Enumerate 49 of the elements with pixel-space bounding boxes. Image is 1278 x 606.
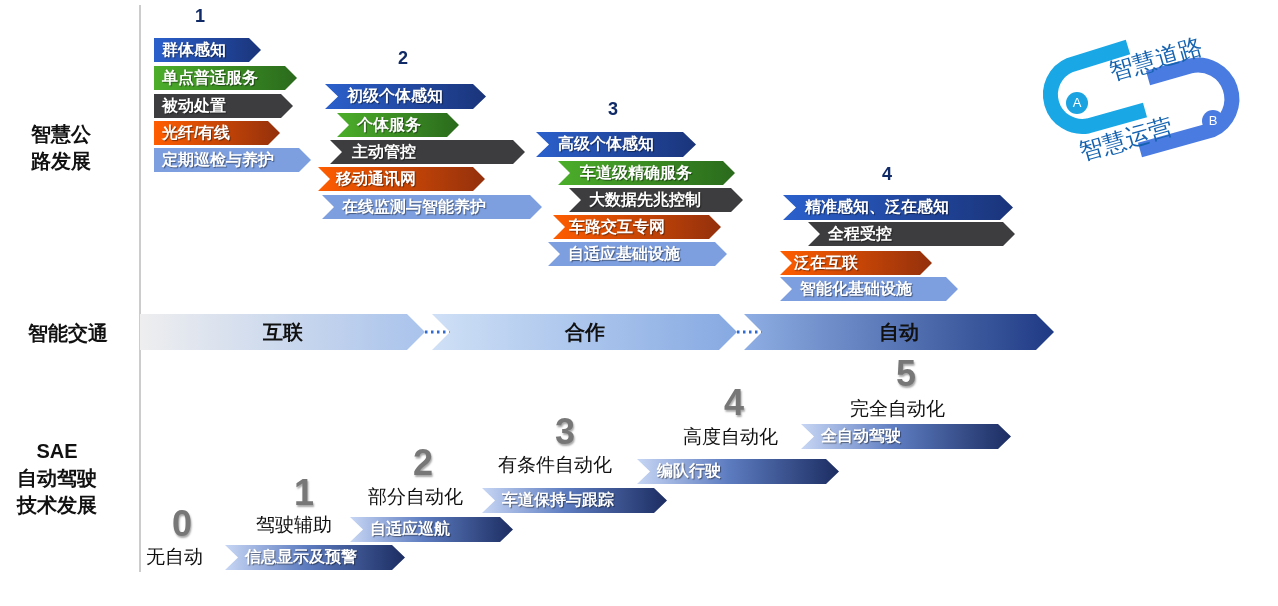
- level-number: 3: [608, 100, 618, 120]
- sae-level-name: 高度自动化: [683, 427, 778, 448]
- infrastructure-banner: 定期巡检与养护: [154, 148, 311, 172]
- capability-banner: 编队行驶: [637, 459, 839, 484]
- section-letter: A: [1066, 92, 1088, 114]
- perception-banner: 初级个体感知: [325, 84, 486, 109]
- stage-banner: 合作: [432, 314, 737, 350]
- sae-level-number: 5: [896, 354, 917, 394]
- capability-banner: 全自动驾驶: [801, 424, 1011, 449]
- level-number: 4: [882, 165, 892, 185]
- infrastructure-banner: 在线监测与智能养护: [322, 195, 542, 219]
- sae-level-name: 驾驶辅助: [256, 515, 332, 536]
- sae-level-number: 1: [294, 473, 315, 513]
- sae-level-number: 2: [413, 443, 434, 483]
- sae-level-number: 0: [172, 504, 193, 544]
- sae-level-name: 部分自动化: [368, 487, 463, 508]
- section-title: 智慧道路: [1106, 33, 1206, 86]
- control-banner: 全程受控: [808, 222, 1015, 246]
- network-banner: 移动通讯网: [318, 167, 485, 191]
- perception-banner: 精准感知、泛在感知: [783, 195, 1013, 220]
- level-number: 1: [195, 7, 205, 27]
- sae-level-name: 完全自动化: [850, 399, 945, 420]
- row-title: 智慧公路发展: [30, 122, 92, 174]
- capability-banner: 自适应巡航: [350, 517, 513, 542]
- capability-banner: 车道保持与跟踪: [482, 488, 667, 513]
- service-banner: 个体服务: [337, 113, 459, 137]
- level-number: 2: [398, 49, 408, 69]
- sae-level-name: 无自动: [146, 547, 203, 568]
- perception-banner: 高级个体感知: [536, 132, 696, 157]
- infrastructure-banner: 智能化基础设施: [780, 277, 958, 301]
- service-banner: 单点普适服务: [154, 66, 297, 90]
- control-banner: 主动管控: [330, 140, 525, 164]
- stage-banner: 互联: [140, 314, 425, 350]
- network-banner: 光纤/有线: [154, 121, 280, 145]
- stage-banner: 自动: [744, 314, 1054, 350]
- perception-banner: 群体感知: [154, 38, 261, 62]
- row-title: 智能交通: [28, 322, 108, 344]
- sae-level-number: 4: [724, 383, 745, 423]
- control-banner: 被动处置: [154, 94, 293, 118]
- capability-banner: 信息显示及预警: [225, 545, 405, 570]
- control-banner: 大数据先兆控制: [569, 188, 743, 212]
- network-banner: 泛在互联: [780, 251, 932, 275]
- row-title: SAE 自动驾驶技术发展: [15, 439, 98, 518]
- infrastructure-banner: 自适应基础设施: [548, 242, 727, 266]
- sae-level-name: 有条件自动化: [498, 455, 612, 476]
- network-banner: 车路交互专网: [553, 215, 721, 239]
- service-banner: 车道级精确服务: [558, 161, 735, 185]
- section-title: 智慧运营: [1076, 113, 1176, 166]
- sae-level-number: 3: [555, 412, 576, 452]
